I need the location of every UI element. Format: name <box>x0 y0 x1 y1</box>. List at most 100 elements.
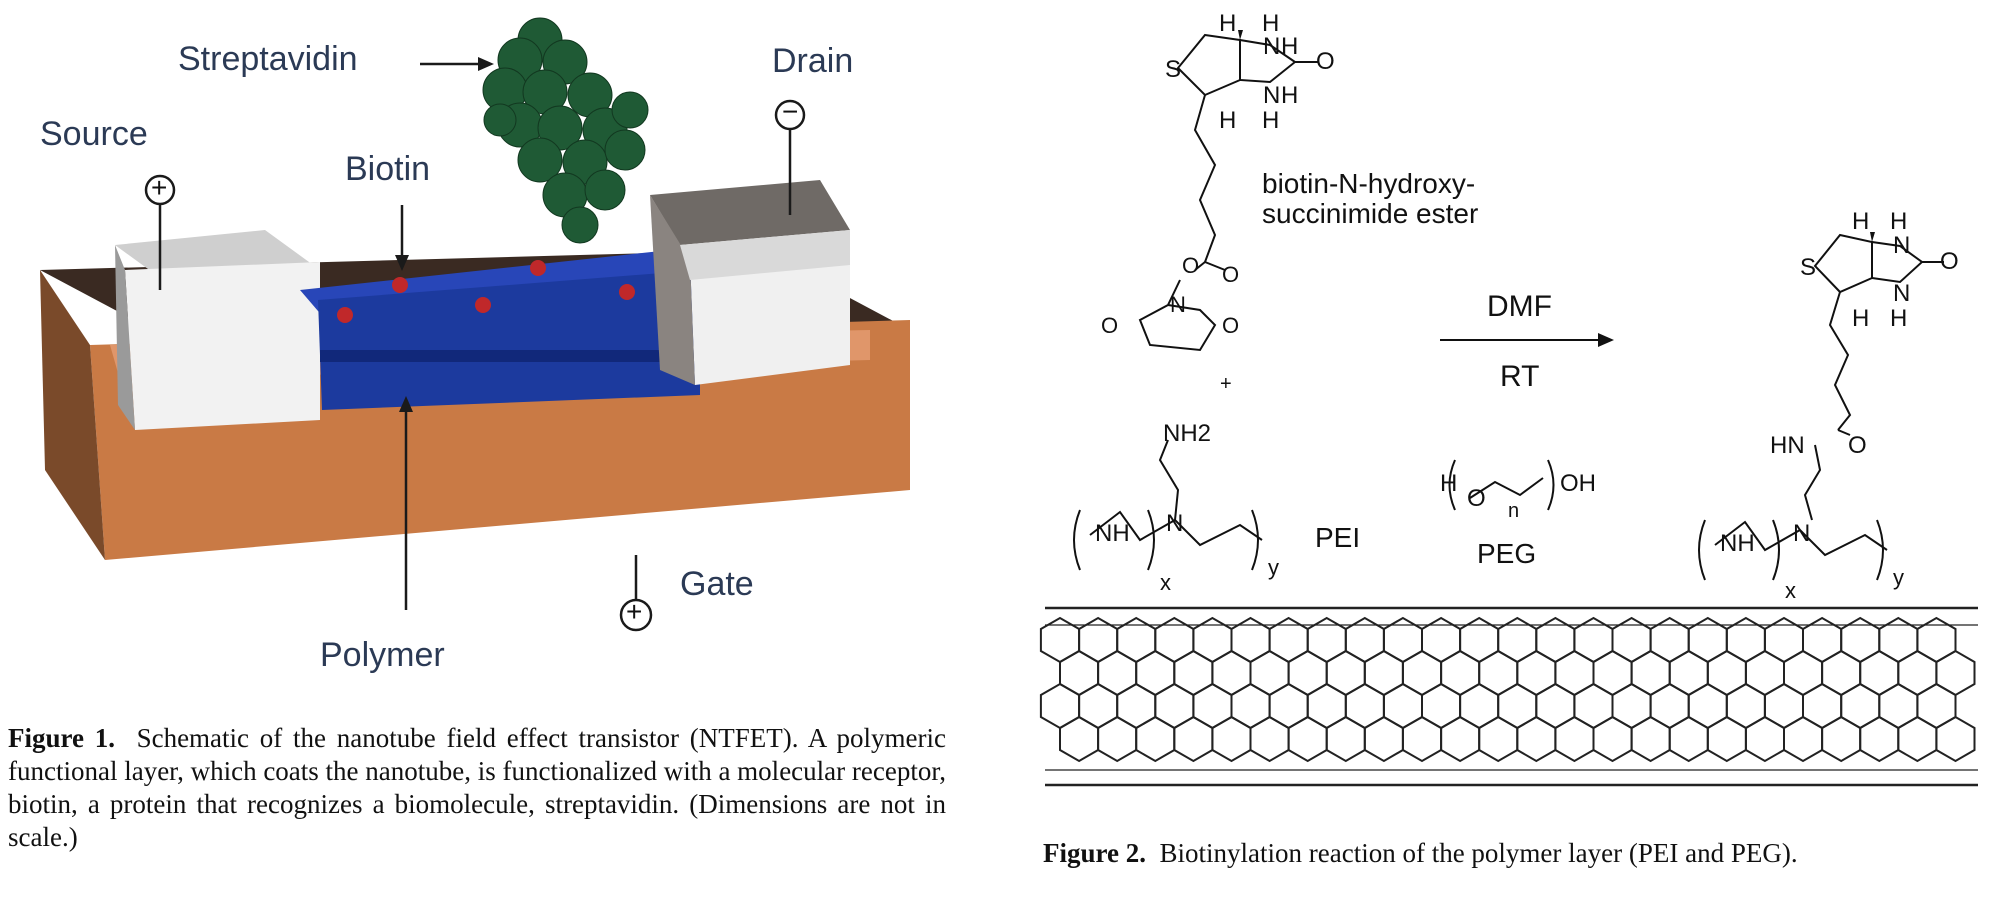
hexagon <box>1554 715 1595 763</box>
figure-1-caption-text: Schematic of the nanotube field effect t… <box>8 723 946 852</box>
nhs-h6: H <box>1262 107 1280 134</box>
ester-o: O <box>1182 253 1200 278</box>
hexagon <box>1173 715 1214 763</box>
source-electrode-side <box>115 245 135 430</box>
polymer-front <box>318 270 700 410</box>
hexagon <box>1630 715 1671 763</box>
product-y: y <box>1893 565 1904 590</box>
nhs-n1: N <box>1263 33 1281 60</box>
nhs-h4: H <box>1281 82 1299 109</box>
hexagon <box>1897 715 1938 763</box>
product-nh: NH <box>1720 530 1755 557</box>
nhs-h5: H <box>1219 107 1237 134</box>
nhs-imidazolidone-ring <box>1239 38 1297 84</box>
gate-terminal <box>619 598 653 632</box>
product-bracket-mid <box>1772 519 1780 581</box>
reagent-name-line2: succinimide ester <box>1262 198 1479 229</box>
hexagon <box>1440 715 1481 763</box>
pei-bracket-right <box>1251 509 1259 571</box>
product-hn: HN <box>1770 432 1805 459</box>
pei-bracket-left <box>1073 509 1081 571</box>
drain-terminal <box>774 99 806 131</box>
hexagon <box>1668 715 1709 763</box>
product-o: O <box>1940 248 1959 275</box>
hexagon <box>1516 715 1557 763</box>
source-terminal <box>144 174 176 206</box>
streptavidin-molecule <box>482 17 649 244</box>
biotin-arrowhead <box>395 255 409 271</box>
hexagon <box>1821 715 1862 763</box>
pei-n: N <box>1166 510 1184 537</box>
hexagon <box>1783 715 1824 763</box>
polymer-label: Polymer <box>320 636 445 674</box>
hexagon <box>1706 715 1747 763</box>
hexagon <box>1592 715 1633 763</box>
hexagon <box>1401 715 1443 763</box>
peg-label: PEG <box>1477 538 1537 569</box>
ester-carbonyl-o: O <box>1222 262 1240 287</box>
product-imidazolidone-ring <box>1871 240 1924 284</box>
source-sign: + <box>151 172 168 203</box>
pei-x: x <box>1160 570 1171 595</box>
biotin-dot <box>619 284 635 300</box>
product-h3: H <box>1852 305 1870 332</box>
biotin-label: Biotin <box>345 150 431 188</box>
gate-label: Gate <box>680 565 754 603</box>
peg-n: n <box>1508 500 1520 522</box>
peg-bracket-right <box>1547 459 1555 511</box>
product-x: x <box>1785 578 1796 603</box>
reaction-arrowhead <box>1598 333 1614 347</box>
succinimide-ring <box>1138 279 1217 352</box>
nhs-h3: H <box>1281 33 1299 60</box>
drain-sign: − <box>782 96 799 127</box>
peg-oh: OH <box>1560 470 1596 497</box>
hexagon <box>1859 715 1900 763</box>
source-label: Source <box>40 115 148 153</box>
nhs-valeric-chain <box>1193 94 1217 263</box>
product-thiophane-ring <box>1813 233 1873 294</box>
hexagon <box>1249 715 1290 763</box>
peg-bracket-left <box>1448 459 1456 511</box>
ester-co <box>1204 261 1226 271</box>
figure-1-caption: Figure 1. Schematic of the nanotube fiel… <box>8 722 946 854</box>
product-n2: N <box>1893 280 1911 307</box>
succinimide-o-right: O <box>1222 313 1240 338</box>
hexagon <box>1744 715 1785 763</box>
pei-reactant-branch <box>1158 439 1180 521</box>
drain-electrode-front-top <box>680 230 850 280</box>
hexagon <box>1478 715 1519 763</box>
conditions-top: DMF <box>1487 290 1552 323</box>
product-valeric-chain <box>1828 291 1852 431</box>
hexagon <box>1097 715 1138 763</box>
product-s: S <box>1800 254 1817 281</box>
drain-electrode-top <box>650 180 850 245</box>
hexagon <box>1287 715 1328 763</box>
hexagon <box>1935 715 1976 763</box>
substrate-side <box>40 270 105 560</box>
polymer-arrowhead <box>399 396 413 412</box>
product-bracket-left <box>1698 519 1706 581</box>
ester-oxygen-bond <box>1194 261 1206 271</box>
succinimide-o-left: O <box>1101 313 1119 338</box>
figure-2-caption-lead: Figure 2. <box>1043 838 1146 868</box>
source-electrode-front <box>125 262 320 430</box>
gate-sign: + <box>626 596 643 627</box>
hexagon <box>1135 715 1176 763</box>
pei-nh: NH <box>1095 520 1130 547</box>
conditions-bottom: RT <box>1500 360 1540 393</box>
nhs-wedge-1 <box>1238 30 1243 40</box>
succinimide-n: N <box>1170 292 1186 317</box>
drain-label: Drain <box>772 42 854 80</box>
amide-co <box>1837 429 1851 436</box>
product-wedge-1 <box>1870 232 1875 242</box>
nhs-thiophane-ring <box>1176 33 1241 97</box>
nhs-h1: H <box>1219 10 1237 37</box>
nhs-h2: H <box>1262 10 1280 37</box>
nhs-o1: O <box>1316 48 1335 75</box>
product-bracket-right <box>1876 519 1884 581</box>
hexagon <box>1325 715 1366 763</box>
peg-o: O <box>1467 485 1486 512</box>
biotin-dot <box>337 307 353 323</box>
peg-h: H <box>1440 470 1458 497</box>
nhs-s: S <box>1165 56 1182 83</box>
